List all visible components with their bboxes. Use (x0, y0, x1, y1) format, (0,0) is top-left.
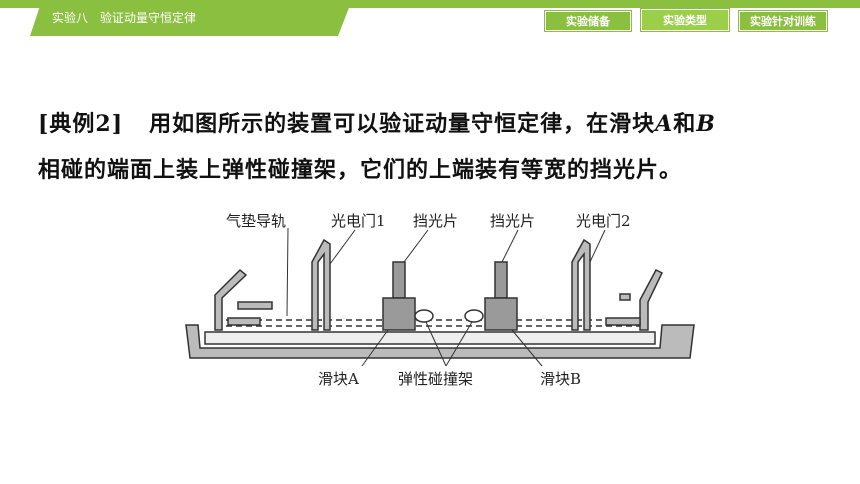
rail-base (185, 324, 695, 359)
label-gate2: 光电门2 (576, 212, 631, 230)
leader-slider-b (511, 329, 543, 367)
label-slider-a: 滑块A (318, 370, 359, 388)
var-b: B (696, 111, 716, 137)
photogate-2 (571, 238, 591, 331)
bumper-a (414, 309, 434, 323)
line1-text: 用如图所示的装置可以验证动量守恒定律，在滑块 (149, 111, 656, 137)
var-a: A (655, 111, 674, 137)
leader-bumper-b (445, 321, 473, 367)
bumper-b (464, 309, 484, 323)
leader-shutter-b (501, 229, 519, 263)
shutter-a (392, 261, 406, 299)
example-tag: [典例2] (38, 111, 124, 137)
right-block-lower (605, 317, 641, 326)
right-block-upper (619, 293, 631, 301)
label-slider-b: 滑块B (540, 370, 581, 388)
nav-tab-preparation[interactable]: 实验储备 (545, 11, 631, 31)
leader-bumper-a (425, 321, 447, 367)
label-shutter-b: 挡光片 (490, 212, 535, 230)
left-block-lower (227, 317, 261, 326)
leader-gate1 (329, 229, 356, 265)
paragraph-line-2: 相碰的端面上装上弹性碰撞架，它们的上端装有等宽的挡光片。 (38, 157, 683, 183)
leader-shutter-a (403, 229, 429, 263)
left-stand (214, 268, 248, 331)
header-background (0, 0, 860, 36)
slider-b (484, 297, 518, 331)
leader-gate2 (589, 229, 606, 263)
header-title: 实验八 验证动量守恒定律 (52, 11, 197, 25)
shutter-b (494, 261, 508, 299)
left-block-upper (237, 301, 273, 310)
rail-channel (204, 331, 656, 345)
label-rail: 气垫导轨 (226, 212, 286, 230)
label-gate1: 光电门1 (331, 212, 386, 230)
leader-rail (286, 227, 289, 317)
label-shutter-a: 挡光片 (413, 212, 458, 230)
label-bumper: 弹性碰撞架 (398, 370, 473, 388)
photogate-1 (311, 238, 331, 331)
nav-tab-training[interactable]: 实验针对训练 (739, 11, 827, 31)
header-bar: 实验八 验证动量守恒定律 实验储备 实验类型 实验针对训练 (0, 0, 860, 36)
paragraph-line-1: [典例2] 用如图所示的装置可以验证动量守恒定律，在滑块A和B (38, 106, 716, 138)
slider-a (382, 297, 416, 331)
and-text: 和 (673, 111, 697, 137)
right-stand (639, 269, 663, 331)
nav-tab-types[interactable]: 实验类型 (641, 9, 729, 31)
leader-slider-a (361, 329, 389, 367)
